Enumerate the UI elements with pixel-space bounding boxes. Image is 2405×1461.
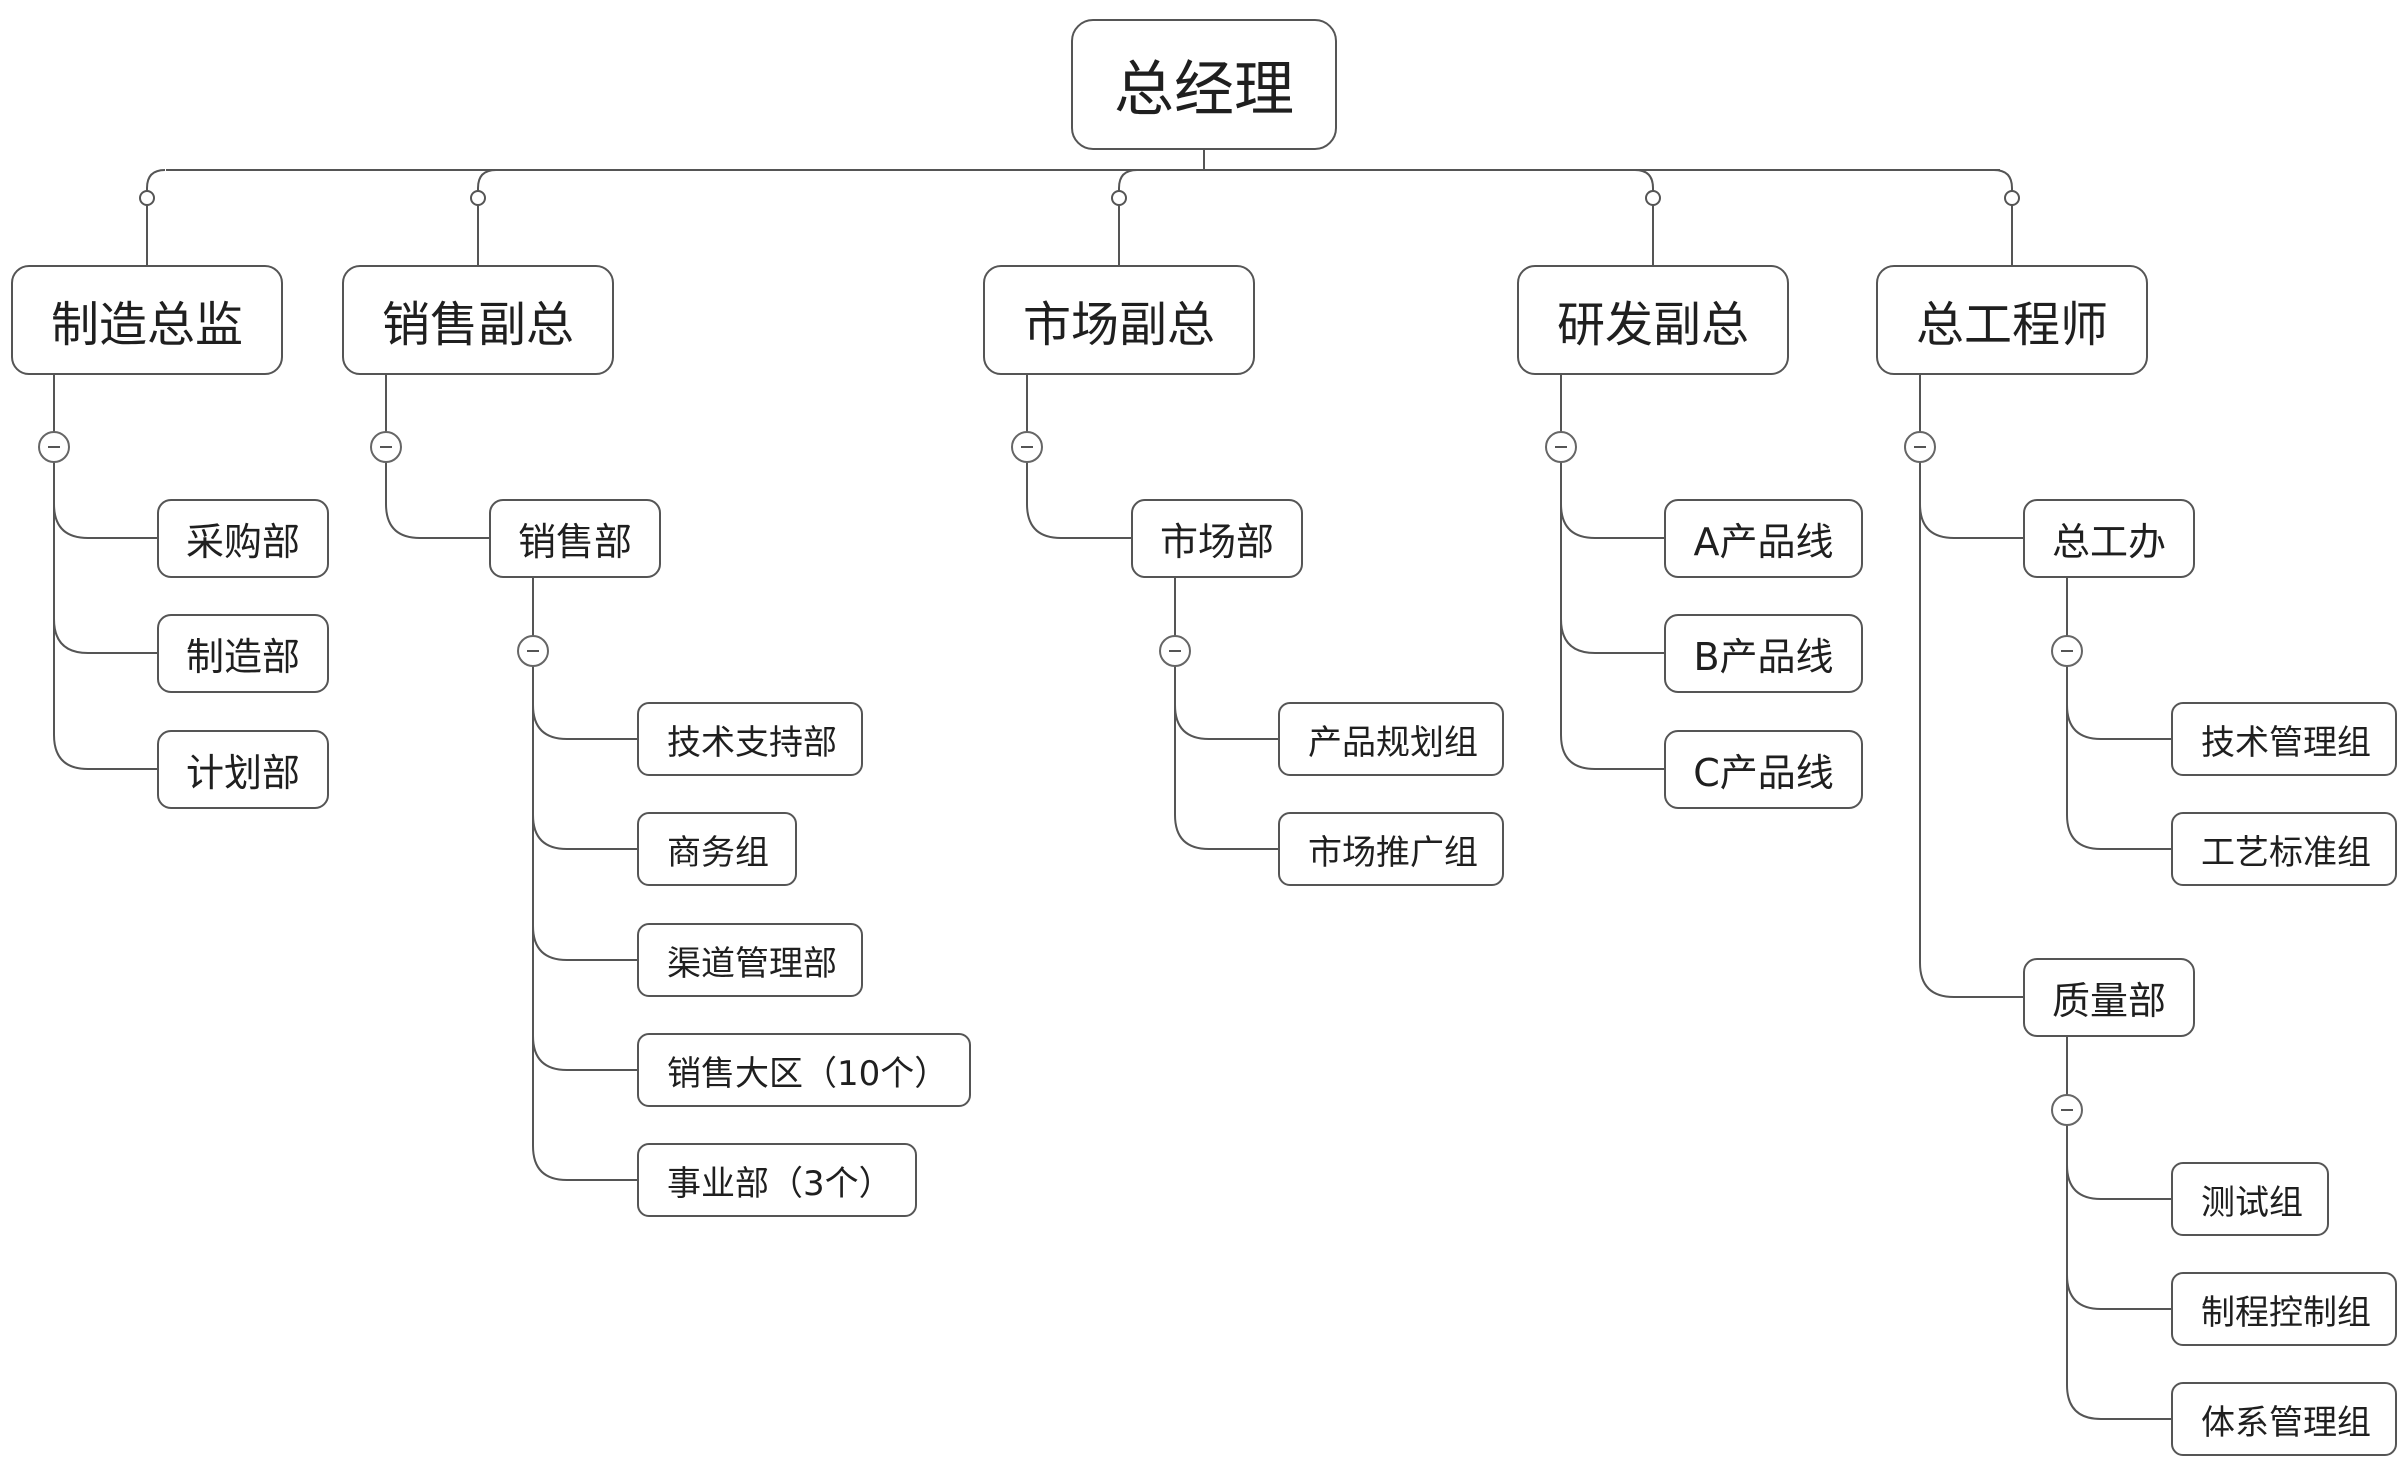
node-root-general-manager[interactable]: 总经理 [1071,19,1337,150]
node-quality-dept[interactable]: 质量部 [2023,958,2195,1037]
connector-joint-icon [1111,190,1127,206]
level1-drop-line-1 [477,169,497,265]
quality-sub-line-1 [2066,1037,2171,1310]
connector-joint-icon [470,190,486,206]
collapse-minus-icon[interactable] [1159,635,1191,667]
connector-joint-icon [1645,190,1661,206]
collapse-minus-icon[interactable] [1545,431,1577,463]
collapse-minus-icon[interactable] [517,635,549,667]
node-marketing-dept[interactable]: 市场部 [1131,499,1303,578]
node-marketing-vp[interactable]: 市场副总 [983,265,1255,375]
chief-office-sub-line-0 [2066,578,2171,740]
node-channel-management-dept[interactable]: 渠道管理部 [637,923,863,997]
sales-dept-branch-line-2 [532,578,637,961]
collapse-minus-icon[interactable] [1011,431,1043,463]
level1-drop-line-0 [146,169,166,265]
node-business-group[interactable]: 商务组 [637,812,797,886]
rd-branch-line-1 [1560,375,1664,654]
node-product-line-b[interactable]: B产品线 [1664,614,1863,693]
marketing-dept-branch-line-1 [1174,578,1278,850]
manufacturing-branch-line-1 [53,375,157,654]
node-sales-regions[interactable]: 销售大区（10个） [637,1033,971,1107]
manufacturing-branch-line-2 [53,375,157,770]
node-process-standards-group[interactable]: 工艺标准组 [2171,812,2397,886]
chief-office-sub-line-1 [2066,578,2171,850]
node-marketing-promotion-group[interactable]: 市场推广组 [1278,812,1504,886]
collapse-minus-icon[interactable] [38,431,70,463]
collapse-minus-icon[interactable] [370,431,402,463]
node-planning-dept[interactable]: 计划部 [157,730,329,809]
node-tech-management-group[interactable]: 技术管理组 [2171,702,2397,776]
node-sales-vp[interactable]: 销售副总 [342,265,614,375]
node-sales-dept[interactable]: 销售部 [489,499,661,578]
rd-branch-line-2 [1560,375,1664,770]
node-business-units[interactable]: 事业部（3个） [637,1143,917,1217]
collapse-minus-icon[interactable] [2051,1094,2083,1126]
marketing-dept-branch-line-0 [1174,578,1278,740]
node-testing-group[interactable]: 测试组 [2171,1162,2329,1236]
collapse-minus-icon[interactable] [1904,431,1936,463]
node-product-line-a[interactable]: A产品线 [1664,499,1863,578]
node-chief-engineer-office[interactable]: 总工办 [2023,499,2195,578]
level1-drop-line-2 [1118,169,1138,265]
collapse-minus-icon[interactable] [2051,635,2083,667]
quality-branch-line [1919,375,2023,998]
sales-branch-line [385,375,489,539]
level1-drop-line-3 [1634,169,1654,265]
quality-sub-line-0 [2066,1037,2171,1200]
marketing-branch-line [1026,375,1131,539]
node-process-control-group[interactable]: 制程控制组 [2171,1272,2397,1346]
node-manufacturing-director[interactable]: 制造总监 [11,265,283,375]
node-chief-engineer[interactable]: 总工程师 [1876,265,2148,375]
manufacturing-branch-line-0 [53,375,157,539]
node-tech-support-dept[interactable]: 技术支持部 [637,702,863,776]
node-manufacturing-dept[interactable]: 制造部 [157,614,329,693]
connector-joint-icon [2004,190,2020,206]
node-procurement-dept[interactable]: 采购部 [157,499,329,578]
node-system-management-group[interactable]: 体系管理组 [2171,1382,2397,1456]
connector-joint-icon [139,190,155,206]
level1-drop-line-4 [1993,169,2013,265]
node-product-planning-group[interactable]: 产品规划组 [1278,702,1504,776]
sales-dept-branch-line-1 [532,578,637,850]
node-rd-vp[interactable]: 研发副总 [1517,265,1789,375]
sales-dept-branch-line-0 [532,578,637,740]
chief-office-branch-line [1919,375,2023,539]
rd-branch-line-0 [1560,375,1664,539]
sales-dept-branch-line-4 [532,578,637,1181]
node-product-line-c[interactable]: C产品线 [1664,730,1863,809]
quality-sub-line-2 [2066,1037,2171,1420]
